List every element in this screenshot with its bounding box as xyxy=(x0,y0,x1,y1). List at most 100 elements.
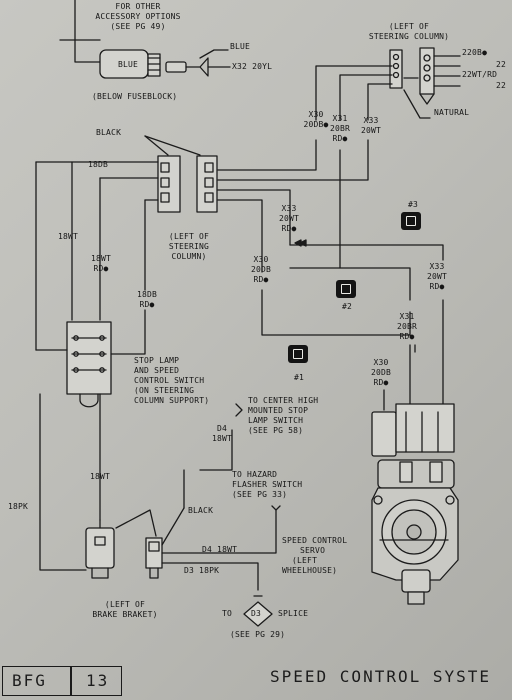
d3-lower-label: D3 18PK xyxy=(184,566,220,575)
x30-mid-color: RD● xyxy=(253,275,269,284)
lower-18wt-label: 18WT xyxy=(90,472,111,481)
wire-18wt-rd-color: RD● xyxy=(93,264,109,273)
connector-marker-2-icon xyxy=(336,280,356,298)
steering-top-connector xyxy=(389,47,461,119)
accessory-note-line-3: (SEE PG 49) xyxy=(110,22,166,31)
brake-line-2: BRAKE BRAKET) xyxy=(92,610,158,619)
center-stop-line-4: (SEE PG 58) xyxy=(248,426,304,435)
d4-upper-label: D4 18WT xyxy=(208,424,236,444)
d4-lower-label: D4 18WT xyxy=(202,545,238,554)
wire-18db-rd-label: 18DB RD● xyxy=(130,290,164,310)
accessory-note-line-2: ACCESSORY OPTIONS xyxy=(95,12,181,21)
x30-mid-label: X30 20DB RD● xyxy=(244,255,278,285)
x30-right-label: X30 20DB RD● xyxy=(364,358,398,388)
x31-right-gauge: 20BR xyxy=(396,322,418,331)
wire-22-a: 22 xyxy=(496,60,507,69)
wire-18db-label: 18DB xyxy=(88,160,109,169)
lower-18pk-label: 18PK xyxy=(8,502,29,511)
below-fuseblock-label: (BELOW FUSEBLOCK) xyxy=(92,92,178,101)
accessory-note: FOR OTHER ACCESSORY OPTIONS (SEE PG 49) xyxy=(88,2,188,32)
x31-right-label: X31 20BR RD● xyxy=(390,312,424,342)
x33-mid-gauge: 20WT xyxy=(278,214,300,223)
center-stop-line-3: LAMP SWITCH xyxy=(248,416,304,425)
x32-wire-label: X32 20YL xyxy=(232,62,273,71)
splice-diamond xyxy=(243,601,273,627)
d4-upper-code: D4 xyxy=(216,424,228,433)
d4-upper-gauge: 18WT xyxy=(211,434,233,443)
steering-mid-label: (LEFT OF STEERING COLUMN) xyxy=(156,232,222,262)
x33-mid-label: X33 20WT RD● xyxy=(272,204,306,234)
servo-line-2: SERVO xyxy=(300,546,326,555)
x30-right-code: X30 xyxy=(373,358,389,367)
marker-2-label: #2 xyxy=(342,302,353,311)
blue-wire-label: BLUE xyxy=(230,42,251,51)
x33-top-code: X33 xyxy=(363,116,379,125)
steering-mid-line-3: COLUMN) xyxy=(171,252,207,261)
black-label-top: BLACK xyxy=(96,128,122,137)
x31-top-color: RD● xyxy=(332,134,348,143)
steering-mid-line-1: (LEFT OF xyxy=(168,232,210,241)
servo-line-3: (LEFT xyxy=(292,556,318,565)
footer-code: BFG xyxy=(12,671,47,690)
wire-220b: 220B● xyxy=(462,48,488,57)
footer-divider xyxy=(70,666,72,696)
connector-marker-3-icon xyxy=(401,212,421,230)
hazard-line-1: TO HAZARD xyxy=(232,470,278,479)
stop-lamp-label: STOP LAMP AND SPEED CONTROL SWITCH (ON S… xyxy=(134,356,209,406)
connector-marker-1-icon xyxy=(288,345,308,363)
steering-mid-connectors xyxy=(35,135,218,351)
blue-inline-label: BLUE xyxy=(118,60,139,69)
to-label: TO xyxy=(222,609,233,618)
x31-right-code: X31 xyxy=(399,312,415,321)
x33-right-color: RD● xyxy=(429,282,445,291)
x31-top-gauge: 20BR xyxy=(329,124,351,133)
x31-top-label: X31 20BR RD● xyxy=(322,114,358,144)
natural-label: NATURAL xyxy=(434,108,470,117)
servo-assembly xyxy=(371,403,459,605)
hazard-line-2: FLASHER SWITCH xyxy=(232,480,303,489)
circuit-wires-x30-x31-x33 xyxy=(217,65,444,411)
wire-22-b: 22 xyxy=(496,81,507,90)
footer-page-number: 13 xyxy=(86,671,110,690)
brake-label: (LEFT OF BRAKE BRAKET) xyxy=(82,600,168,620)
x33-top-gauge: 20WT xyxy=(360,126,382,135)
stop-lamp-line-2: AND SPEED xyxy=(134,366,180,375)
wire-18db-rd-color: RD● xyxy=(139,300,155,309)
stop-lamp-line-5: COLUMN SUPPORT) xyxy=(134,396,210,405)
brake-connectors xyxy=(85,403,281,597)
accessory-note-line-1: FOR OTHER xyxy=(115,2,161,11)
x33-top-label: X33 20WT xyxy=(356,116,386,136)
wire-18db-rd-gauge: 18DB xyxy=(136,290,158,299)
footer-section-title: SPEED CONTROL SYSTE xyxy=(270,667,492,686)
center-stop-line-2: MOUNTED STOP xyxy=(248,406,309,415)
stop-lamp-switch-symbol xyxy=(35,309,146,571)
splice-label: SPLICE xyxy=(278,609,309,618)
wire-18wt-rd-gauge: 18WT xyxy=(90,254,112,263)
stop-lamp-line-4: (ON STEERING xyxy=(134,386,195,395)
marker-1-label: #1 xyxy=(294,373,305,382)
x30-top-gauge: 20DB● xyxy=(303,120,329,129)
center-stop-note: TO CENTER HIGH MOUNTED STOP LAMP SWITCH … xyxy=(248,396,318,436)
stop-lamp-line-1: STOP LAMP xyxy=(134,356,180,365)
x30-mid-code: X30 xyxy=(253,255,269,264)
servo-line-4: WHEELHOUSE) xyxy=(282,566,338,575)
wire-18wt-rd-label: 18WT RD● xyxy=(84,254,118,274)
servo-line-1: SPEED CONTROL xyxy=(282,536,348,545)
steering-top-label-line-2: STEERING COLUMN) xyxy=(368,32,450,41)
x30-top-label: X30 20DB● xyxy=(298,110,334,130)
x33-right-label: X33 20WT RD● xyxy=(420,262,454,292)
accessory-connector xyxy=(59,0,231,79)
see-pg-29-label: (SEE PG 29) xyxy=(230,630,286,639)
wire-22wt-rd: 22WT/RD xyxy=(462,70,498,79)
x33-mid-color: RD● xyxy=(281,224,297,233)
x33-right-gauge: 20WT xyxy=(426,272,448,281)
servo-label: SPEED CONTROL SERVO (LEFT WHEELHOUSE) xyxy=(282,536,347,576)
x33-right-code: X33 xyxy=(429,262,445,271)
x30-mid-gauge: 20DB xyxy=(250,265,272,274)
wire-18wt-label: 18WT xyxy=(58,232,79,241)
steering-top-label: (LEFT OF STEERING COLUMN) xyxy=(364,22,454,42)
steering-top-label-line-1: (LEFT OF xyxy=(388,22,430,31)
footer-page-box xyxy=(2,666,122,696)
